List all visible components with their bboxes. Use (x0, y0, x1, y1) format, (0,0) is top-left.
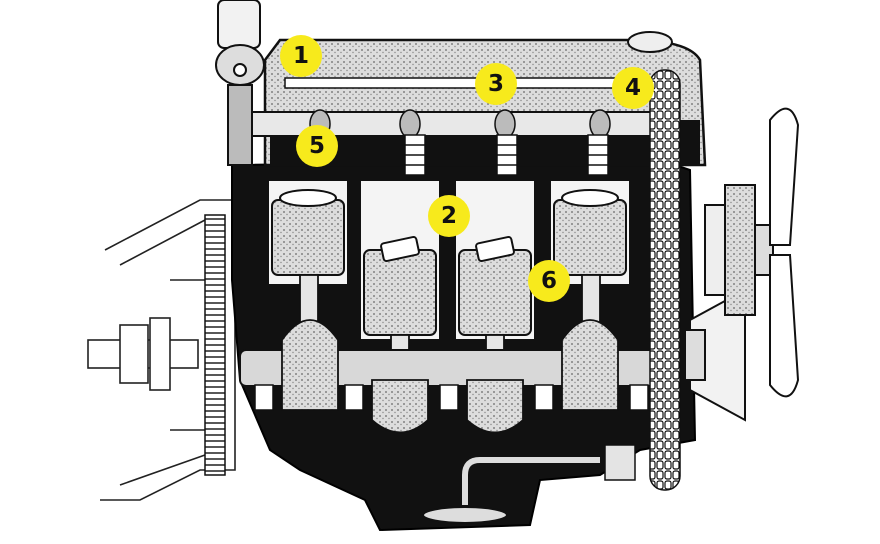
oil-strainer (422, 506, 508, 524)
oil-pump (604, 444, 636, 481)
crank-counterweights (281, 319, 619, 434)
flywheel (204, 214, 226, 476)
timing-chain (649, 69, 681, 491)
callout-marker-5: 5 (296, 125, 338, 167)
bell-housing (100, 199, 236, 501)
pistons (271, 189, 627, 336)
fan-blades (769, 107, 800, 398)
callout-marker-6: 6 (528, 260, 570, 302)
main-bearings (254, 384, 649, 411)
output-shaft (87, 317, 199, 391)
rocker-shaft (284, 77, 656, 89)
callout-marker-4: 4 (612, 67, 654, 109)
oil-pickup (462, 457, 600, 505)
callout-marker-2: 2 (428, 195, 470, 237)
water-pump-pulley (704, 184, 774, 316)
callout-marker-1: 1 (280, 35, 322, 77)
distributor (215, 0, 265, 166)
valve-springs (404, 134, 609, 176)
callout-marker-3: 3 (475, 63, 517, 105)
oil-filler-cap (627, 31, 673, 53)
